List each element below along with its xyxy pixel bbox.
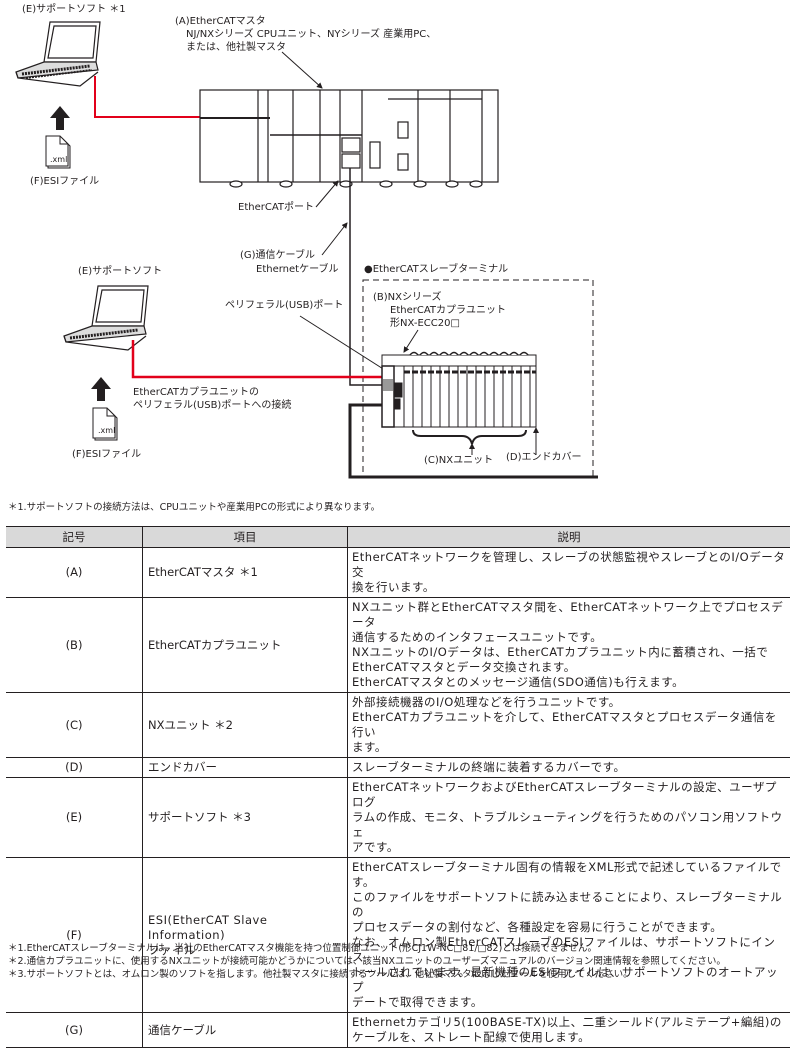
laptop-icon-top xyxy=(15,21,101,87)
label-coupler-line3: 形NX-ECC20□ xyxy=(390,318,460,329)
ethercat-master-plc xyxy=(199,89,499,188)
table-row: (G) 通信ケーブル Ethernetカテゴリ5(100BASE-TX)以上、二… xyxy=(6,1012,790,1048)
label-master-title: (A)EtherCATマスタ xyxy=(175,16,266,27)
label-xml-ext-bottom: .xml xyxy=(98,426,116,435)
laptop-icon-bottom xyxy=(63,285,149,351)
item-line: ファイル xyxy=(148,942,196,957)
row-symbol: (D) xyxy=(6,757,143,778)
table-header-row: 記号 項目 説明 xyxy=(6,526,790,548)
row-item: NXユニット ＊2 xyxy=(142,692,348,758)
label-master-line3: または、他社製マスタ xyxy=(186,42,286,53)
table-row: (D) エンドカバー スレーブターミナルの終端に装着するカバーです。 xyxy=(6,757,790,778)
description-line: EtherCATマスタとデータ交換されます。 xyxy=(352,660,576,674)
row-item: ESI(EtherCAT Slave Information) ファイル xyxy=(142,857,348,1013)
description-line: EtherCATネットワークを管理し、スレーブの状態監視やスレーブとのI/Oデー… xyxy=(352,550,786,579)
header-description: 説明 xyxy=(347,526,790,548)
row-item: EtherCATカプラユニット xyxy=(142,597,348,693)
row-item: エンドカバー xyxy=(142,757,348,778)
description-line: トールされています。最新機種のESIファイルは、サポートソフトのオートアップ xyxy=(352,965,778,994)
row-item: 通信ケーブル xyxy=(142,1012,348,1048)
label-esi-file-top: (F)ESIファイル xyxy=(30,176,100,187)
footnotes: ＊1.EtherCATスレーブターミナルは、当社のEtherCATマスタ機能を持… xyxy=(8,942,788,981)
label-support-soft-top: (E)サポートソフト ＊1 xyxy=(22,4,126,15)
table-row: (F) ESI(EtherCAT Slave Information) ファイル… xyxy=(6,857,790,1013)
description-line: ラムの作成、モニタ、トラブルシューティングを行うためのパソコン用ソフトウェ xyxy=(352,810,783,839)
usb-connection-line-coupler xyxy=(131,340,398,379)
description-line: EtherCATスレーブターミナル固有の情報をXML形式で記述しているファイルで… xyxy=(352,860,782,889)
ethercat-cable xyxy=(349,168,383,386)
row-item: EtherCATマスタ ＊1 xyxy=(142,547,348,598)
row-symbol: (G) xyxy=(6,1012,143,1048)
row-symbol: (B) xyxy=(6,597,143,693)
note-support-soft-connection: ＊1.サポートソフトの接続方法は、CPUユニットや産業用PCの形式により異なりま… xyxy=(8,502,381,513)
label-esi-file-bottom: (F)ESIファイル xyxy=(72,449,142,460)
xml-file-icon-top xyxy=(45,135,71,169)
description-line: ます。 xyxy=(352,740,387,754)
diagram-graphics xyxy=(15,21,598,479)
label-usb-connection-line2: ペリフェラル(USB)ポートへの接続 xyxy=(133,400,292,411)
row-description: EtherCATネットワークおよびEtherCATスレーブターミナルの設定、ユー… xyxy=(347,777,790,858)
label-coupler-line2: EtherCATカプラユニット xyxy=(390,305,506,316)
description-line: スレーブターミナルの終端に装着するカバーです。 xyxy=(352,760,626,774)
description-line: NXユニットのI/Oデータは、EtherCATカプラユニット内に蓄積され、一括で xyxy=(352,645,769,659)
footnote-3: ＊3.サポートソフトとは、オムロン製のソフトを指します。他社製マスタに接続するツ… xyxy=(8,969,633,980)
label-end-cover: (D)エンドカバー xyxy=(506,452,582,463)
description-line: EtherCATマスタとのメッセージ通信(SDO通信)も行えます。 xyxy=(352,675,685,689)
label-cable-line2: Ethernetケーブル xyxy=(256,264,339,275)
description-line: デートで取得できます。 xyxy=(352,995,483,1009)
nx-unit-brace xyxy=(412,429,527,445)
description-line: なお、オムロン製EtherCATスレーブのESIファイルは、サポートソフトにイン… xyxy=(352,935,776,964)
header-symbol: 記号 xyxy=(6,526,143,548)
description-line: ケーブルを、ストレート配線で使用します。 xyxy=(352,1030,591,1044)
upload-arrow-icon-bottom xyxy=(91,377,111,401)
table-row: (B) EtherCATカプラユニット NXユニット群とEtherCATマスタ間… xyxy=(6,597,790,693)
description-line: EtherCATネットワークおよびEtherCATスレーブターミナルの設定、ユー… xyxy=(352,780,777,809)
table-row: (A) EtherCATマスタ ＊1 EtherCATネットワークを管理し、スレ… xyxy=(6,547,790,598)
table-row: (C) NXユニット ＊2 外部接続機器のI/O処理などを行うユニットです。 E… xyxy=(6,692,790,758)
label-xml-ext-top: .xml xyxy=(50,155,68,164)
label-coupler-line1: (B)NXシリーズ xyxy=(373,292,442,303)
description-line: このファイルをサポートソフトに読み込ませることにより、スレーブターミナルの xyxy=(352,890,783,919)
label-slave-terminal: ●EtherCATスレーブターミナル xyxy=(364,264,509,275)
description-line: EtherCATカプラユニットを介して、EtherCATマスタとプロセスデータ通… xyxy=(352,710,777,739)
header-item: 項目 xyxy=(142,526,348,548)
row-description: Ethernetカテゴリ5(100BASE-TX)以上、二重シールド(アルミテー… xyxy=(347,1012,790,1048)
row-symbol: (A) xyxy=(6,547,143,598)
label-peripheral-usb-port: ペリフェラル(USB)ポート xyxy=(225,300,344,311)
label-nx-unit: (C)NXユニット xyxy=(424,455,494,466)
label-ethercat-port: EtherCATポート xyxy=(238,202,314,213)
row-symbol: (F) xyxy=(6,857,143,1013)
upload-arrow-icon-top xyxy=(50,106,70,130)
row-symbol: (E) xyxy=(6,777,143,858)
label-support-soft-bottom: (E)サポートソフト xyxy=(78,266,163,277)
row-item: サポートソフト ＊3 xyxy=(142,777,348,858)
row-description: 外部接続機器のI/O処理などを行うユニットです。 EtherCATカプラユニット… xyxy=(347,692,790,758)
label-master-line2: NJ/NXシリーズ CPUユニット、NYシリーズ 産業用PC、 xyxy=(186,29,437,40)
row-description: EtherCATスレーブターミナル固有の情報をXML形式で記述しているファイルで… xyxy=(347,857,790,1013)
xml-file-icon-bottom xyxy=(92,407,118,441)
row-description: NXユニット群とEtherCATマスタ間を、EtherCATネットワーク上でプロ… xyxy=(347,597,790,693)
component-table: 記号 項目 説明 (A) EtherCATマスタ ＊1 EtherCATネットワ… xyxy=(6,526,790,1048)
description-line: プロセスデータの割付など、各種設定を容易に行うことができます。 xyxy=(352,920,723,934)
description-line: NXユニット群とEtherCATマスタ間を、EtherCATネットワーク上でプロ… xyxy=(352,600,784,629)
row-description: EtherCATネットワークを管理し、スレーブの状態監視やスレーブとのI/Oデー… xyxy=(347,547,790,598)
label-usb-connection-line1: EtherCATカプラユニットの xyxy=(133,387,259,398)
description-line: 通信するためのインタフェースユニットです。 xyxy=(352,630,603,644)
row-symbol: (C) xyxy=(6,692,143,758)
footnote-2: ＊2.通信カプラユニットに、使用するNXユニットが接続可能かどうかについては、該… xyxy=(8,956,726,967)
label-cable-line1: (G)通信ケーブル xyxy=(240,250,315,261)
description-line: アです。 xyxy=(352,840,399,854)
nx-slave-terminal xyxy=(381,351,537,428)
item-line: ESI(EtherCAT Slave Information) xyxy=(148,912,268,942)
description-line: 外部接続機器のI/O処理などを行うユニットです。 xyxy=(352,695,621,709)
system-configuration-diagram: (E)サポートソフト ＊1 .xml (F)ESIファイル (A)EtherCA… xyxy=(0,0,794,490)
table-row: (E) サポートソフト ＊3 EtherCATネットワークおよびEtherCAT… xyxy=(6,777,790,858)
row-description: スレーブターミナルの終端に装着するカバーです。 xyxy=(347,757,790,778)
footnote-1: ＊1.EtherCATスレーブターミナルは、当社のEtherCATマスタ機能を持… xyxy=(8,943,597,954)
description-line: Ethernetカテゴリ5(100BASE-TX)以上、二重シールド(アルミテー… xyxy=(352,1015,782,1029)
description-line: 換を行います。 xyxy=(352,580,435,594)
